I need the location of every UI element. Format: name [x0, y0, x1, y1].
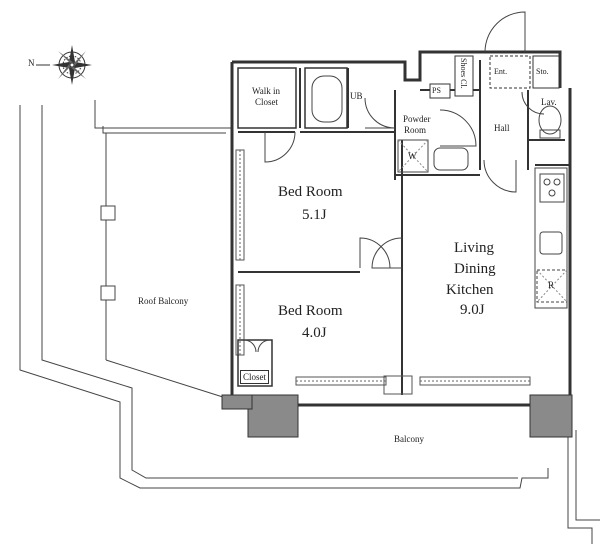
post [100, 285, 116, 301]
ps-label: PS [432, 86, 441, 95]
stove-icon [539, 173, 565, 203]
toilet-icon [538, 105, 562, 135]
entrance-door-swing [484, 11, 526, 53]
bathtub-icon [311, 75, 343, 123]
ldk-line2: Dining [454, 261, 496, 277]
washer-label: W [408, 151, 417, 161]
door-swing [483, 159, 517, 193]
bed-room-1-name: Bed Room [278, 184, 343, 200]
powder-room-line2: Room [404, 125, 427, 135]
kitchen-counter [534, 167, 568, 309]
door-swing [521, 91, 545, 115]
compass-rose-icon [36, 45, 92, 85]
column [247, 394, 299, 438]
walk-in-closet-line2: Closet [255, 97, 279, 107]
roof-balcony-label: Roof Balcony [138, 296, 189, 306]
ldk-line3: Kitchen [446, 282, 494, 298]
refrigerator-box [536, 269, 568, 303]
unit-outer-wall [230, 62, 548, 407]
bed-room-2-name: Bed Room [278, 303, 343, 319]
door-swing [364, 97, 396, 129]
column [529, 394, 573, 438]
sink-icon [433, 147, 469, 171]
powder-room-line1: Powder [403, 114, 431, 124]
compass-north-label: N [28, 58, 35, 68]
door-swing [439, 109, 477, 147]
bed-room-1-size: 5.1J [302, 207, 327, 223]
washer-box [397, 139, 429, 173]
kitchen-sink-icon [539, 231, 563, 255]
door-swing [264, 131, 296, 163]
door-swing [359, 237, 391, 269]
balcony-label: Balcony [394, 434, 424, 444]
ldk-size: 9.0J [460, 302, 485, 318]
bed-room-2-size: 4.0J [302, 325, 327, 341]
entrance-label: Ent. [494, 67, 508, 76]
ub-label: UB [350, 91, 363, 101]
refrigerator-label: R [548, 280, 555, 290]
shoes-closet-label: Shoes Cl. [459, 58, 469, 89]
storage-label: Sto. [536, 67, 549, 76]
walk-in-closet-line1: Walk in [252, 86, 281, 96]
closet-label: Closet [240, 370, 270, 384]
post [100, 205, 116, 221]
lavatory-label: Lav. [541, 97, 557, 107]
door-swing [371, 237, 403, 269]
hall-label: Hall [494, 123, 510, 133]
roof-balcony-outline [19, 105, 549, 489]
ldk-line1: Living [454, 240, 494, 256]
